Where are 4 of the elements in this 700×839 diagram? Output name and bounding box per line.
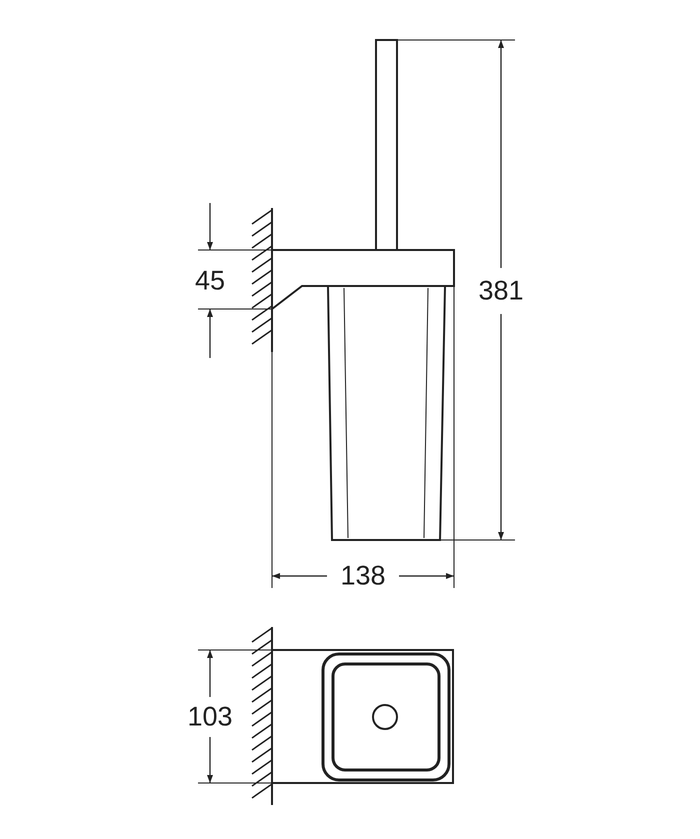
dimension-value: 103: [187, 704, 233, 730]
dimension-value: 138: [340, 562, 386, 590]
dimension-value: 45: [194, 268, 226, 294]
dimension-value: 381: [478, 278, 524, 304]
